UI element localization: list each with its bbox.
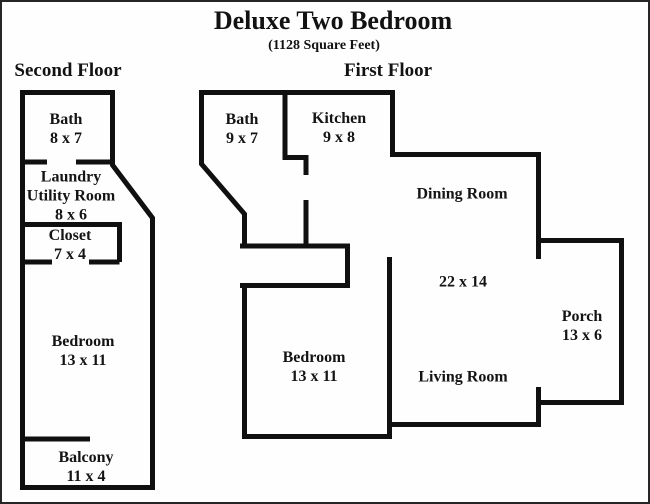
room-label-first-living-room: Living Room [418, 368, 507, 387]
room-dimensions: 9 x 8 [323, 129, 355, 146]
room-name: Dining Room [416, 185, 508, 203]
room-dimensions: 13 x 11 [290, 368, 338, 385]
second-floor-outline [20, 90, 155, 490]
second-floor-header: Second Floor [14, 60, 122, 81]
room-dimensions: 22 x 14 [439, 273, 487, 291]
second-floor-closet-top-right-walls [20, 222, 122, 262]
room-name: Bath [49, 111, 83, 128]
room-name: Bedroom [51, 333, 115, 350]
room-dimensions: 11 x 4 [66, 468, 106, 485]
room-name: Laundry [40, 168, 102, 186]
room-name: Balcony [58, 449, 114, 466]
room-name: Porch [561, 308, 603, 325]
room-name: Bedroom [282, 349, 346, 366]
room-name: Living Room [418, 368, 508, 386]
room-label-first-kitchen: Kitchen 9 x 8 [312, 109, 366, 147]
room-label-first-bath: Bath 9 x 7 [226, 110, 259, 148]
first-floor-bedroom-walls [242, 257, 392, 439]
room-dimensions: 7 x 4 [54, 246, 86, 263]
room-label-second-laundry-utility: Laundry Utility Room 8 x 6 [27, 168, 115, 225]
first-floor-bath-kitchen-divider-wall [282, 90, 309, 175]
first-floor-header: First Floor [343, 60, 433, 81]
room-label-first-porch: Porch 13 x 6 [562, 307, 603, 345]
room-dimensions: 8 x 7 [50, 130, 82, 147]
first-floor-stair-vestibule-walls [240, 243, 350, 288]
plan-title: Deluxe Two Bedroom [213, 6, 453, 35]
room-label-second-bath: Bath 8 x 7 [50, 110, 83, 148]
plan-subtitle: (1128 Square Feet) [268, 38, 380, 53]
room-name: Kitchen [311, 110, 367, 127]
room-label-second-closet: Closet 7 x 4 [49, 226, 92, 264]
room-label-second-bedroom: Bedroom 13 x 11 [52, 332, 115, 370]
first-floor-porch-walls [536, 238, 624, 405]
room-dimensions: 8 x 6 [55, 206, 87, 224]
room-name-line2: Utility Room [26, 187, 116, 205]
first-floor-bath-left-diagonal-wall [199, 90, 247, 247]
room-name: Closet [48, 227, 92, 244]
room-label-first-main-dimensions: 22 x 14 [439, 273, 487, 292]
room-label-first-dining-room: Dining Room [416, 185, 507, 204]
room-dimensions: 13 x 11 [59, 352, 107, 369]
room-dimensions: 9 x 7 [226, 130, 258, 147]
room-name: Bath [225, 111, 259, 128]
room-dimensions: 13 x 6 [562, 327, 602, 344]
room-label-second-balcony: Balcony 11 x 4 [58, 448, 113, 486]
room-label-first-bedroom: Bedroom 13 x 11 [283, 348, 346, 386]
first-floor-kitchen-right-dining-top-walls [390, 90, 541, 259]
